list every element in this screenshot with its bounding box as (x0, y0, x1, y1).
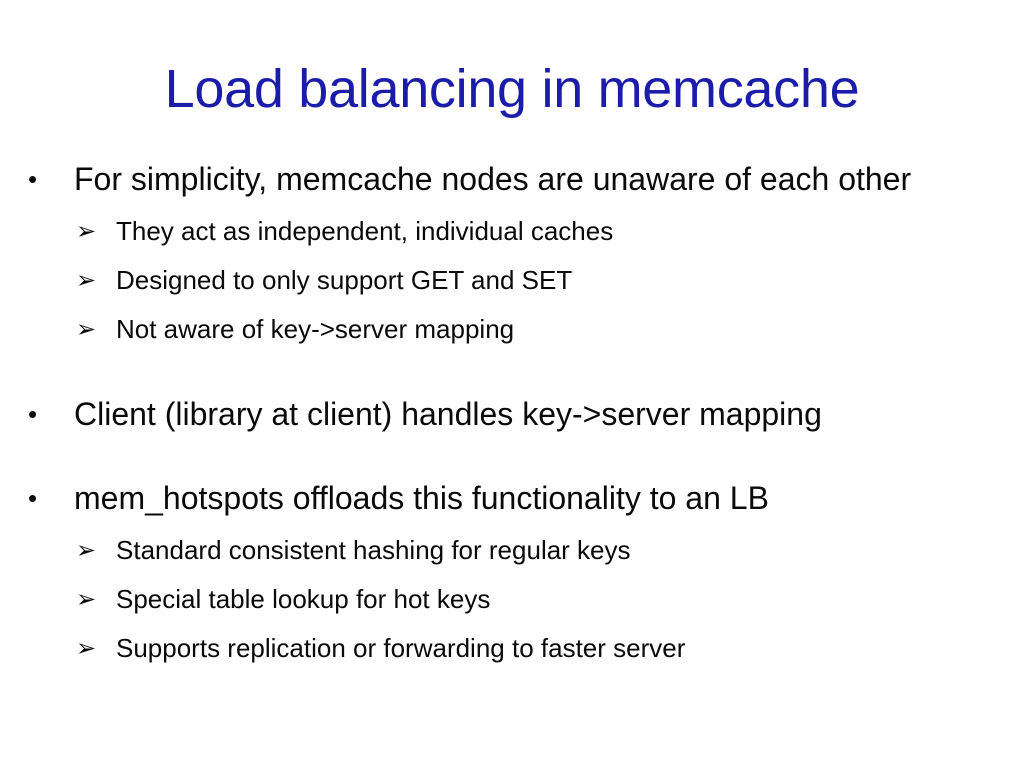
bullet-group-2: • Client (library at client) handles key… (0, 393, 1024, 435)
arrowhead-icon: ➢ (76, 267, 97, 294)
bullet-level2-text: Standard consistent hashing for regular … (116, 535, 631, 565)
slide-title: Load balancing in memcache (164, 59, 860, 119)
slide-body: • For simplicity, memcache nodes are una… (0, 158, 1024, 666)
bullet-level2-text: Not aware of key->server mapping (116, 314, 515, 344)
bullet-level2: ➢ Standard consistent hashing for regula… (76, 533, 1024, 568)
bullet-dot-icon: • (28, 483, 38, 513)
bullet-level2: ➢ Special table lookup for hot keys (76, 582, 1024, 617)
bullet-level2: ➢ They act as independent, individual ca… (76, 214, 1024, 249)
sub-bullet-list: ➢ They act as independent, individual ca… (0, 214, 1024, 347)
arrowhead-icon: ➢ (76, 218, 97, 245)
bullet-level2: ➢ Designed to only support GET and SET (76, 263, 1024, 298)
bullet-level2: ➢ Supports replication or forwarding to … (76, 631, 1024, 666)
arrowhead-icon: ➢ (76, 537, 97, 564)
block-spacer (0, 435, 1024, 477)
arrowhead-icon: ➢ (76, 316, 97, 343)
bullet-group-1: • For simplicity, memcache nodes are una… (0, 158, 1024, 347)
bullet-level1-text: Client (library at client) handles key->… (74, 396, 822, 432)
bullet-level2-text: Designed to only support GET and SET (116, 265, 573, 295)
block-spacer (0, 347, 1024, 393)
bullet-level2: ➢ Not aware of key->server mapping (76, 312, 1024, 347)
bullet-level1-text: For simplicity, memcache nodes are unawa… (74, 161, 912, 197)
arrowhead-icon: ➢ (76, 586, 97, 613)
sub-bullet-list: ➢ Standard consistent hashing for regula… (0, 533, 1024, 666)
bullet-level2-text: Supports replication or forwarding to fa… (116, 633, 686, 663)
bullet-level2-text: They act as independent, individual cach… (116, 216, 614, 246)
bullet-level1: • For simplicity, memcache nodes are una… (22, 158, 1024, 200)
bullet-dot-icon: • (28, 399, 38, 429)
bullet-level1: • mem_hotspots offloads this functionali… (22, 477, 1024, 519)
bullet-dot-icon: • (28, 164, 38, 194)
bullet-level1: • Client (library at client) handles key… (22, 393, 1024, 435)
arrowhead-icon: ➢ (76, 635, 97, 662)
bullet-group-3: • mem_hotspots offloads this functionali… (0, 477, 1024, 666)
bullet-level1-text: mem_hotspots offloads this functionality… (74, 480, 769, 516)
bullet-level2-text: Special table lookup for hot keys (116, 584, 491, 614)
